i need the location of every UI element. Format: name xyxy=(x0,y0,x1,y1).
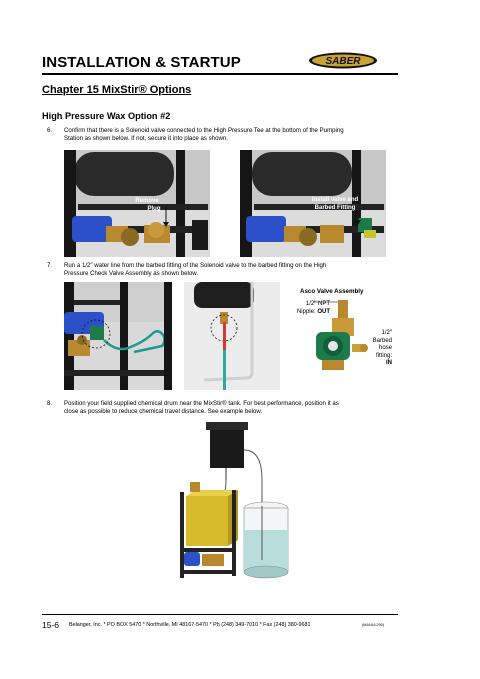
step-number: 7. xyxy=(47,262,53,269)
solenoid-barbed-photo xyxy=(64,282,172,390)
chapter-title: Chapter 15 MixStir® Options xyxy=(42,84,192,96)
remove-plug-photo: Remove Plug xyxy=(64,150,210,257)
barbed-label: 1/2" Barbed hose fitting: IN xyxy=(372,330,392,366)
mixstir-drum-illustration xyxy=(170,420,300,590)
page-number: 15-6 xyxy=(42,620,60,630)
remove-label-line1: Remove xyxy=(135,198,159,204)
remove-label-line2: Plug xyxy=(148,206,161,212)
page-header-title: INSTALLATION & STARTUP xyxy=(42,54,241,71)
step-text: Run a 1/2" water line from the barbed fi… xyxy=(64,262,327,277)
step-text: Position your field supplied chemical dr… xyxy=(64,400,339,415)
header-divider xyxy=(42,73,398,75)
step-number: 8. xyxy=(47,400,53,407)
install-valve-photo: Install valve and Barbed Fitting xyxy=(240,150,386,257)
step-text: Confirm that there is a Solenoid valve c… xyxy=(64,127,344,142)
section-title: High Pressure Wax Option #2 xyxy=(42,111,171,121)
asco-valve-figure: Asco Valve Assembly 1/2" NPT Nipple: OUT… xyxy=(288,282,400,394)
saber-logo: SABER xyxy=(309,52,377,69)
manual-code: (MANUL290) xyxy=(362,623,385,627)
step-number: 6. xyxy=(47,127,53,134)
footer-contact: Belanger, Inc. * PO BOX 5470 * Northvill… xyxy=(69,622,311,628)
logo-text: SABER xyxy=(325,56,361,67)
footer-divider xyxy=(42,614,398,615)
install-label-line1: Install valve and xyxy=(312,197,359,203)
install-label-line2: Barbed Fitting xyxy=(315,205,356,211)
check-valve-photo xyxy=(184,282,280,390)
asco-title: Asco Valve Assembly xyxy=(300,288,364,295)
npt-label: 1/2" NPT Nipple: OUT xyxy=(296,301,330,315)
